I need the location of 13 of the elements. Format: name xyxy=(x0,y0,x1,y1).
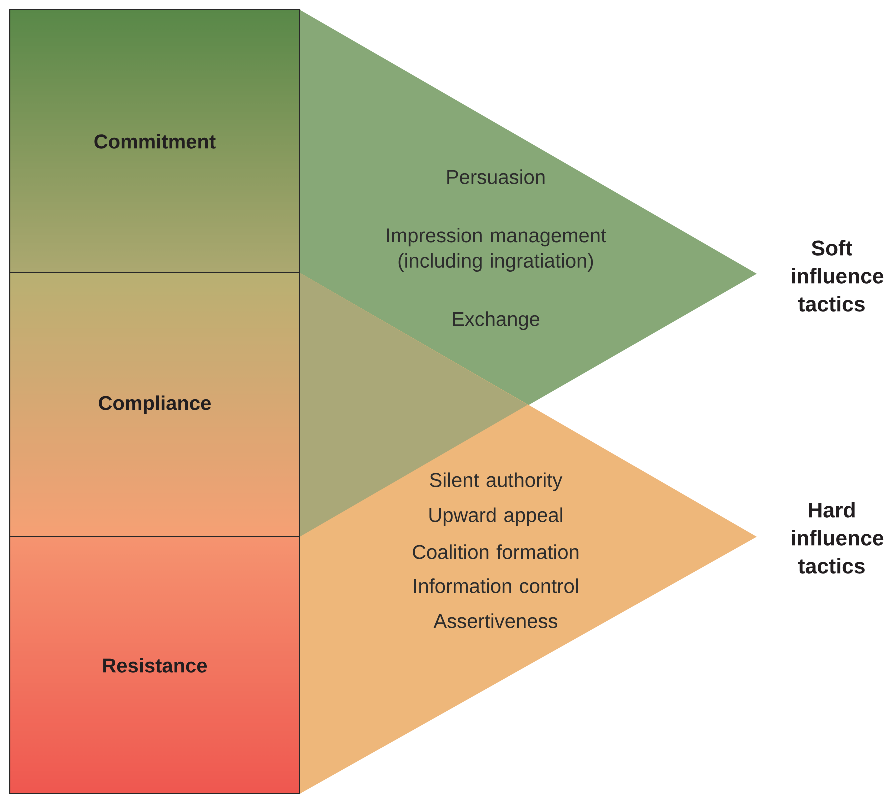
tactic-label: Assertiveness xyxy=(434,614,558,628)
level-band: Compliance xyxy=(9,272,301,538)
group-label: Soft influence tactics xyxy=(792,240,884,312)
level-band: Resistance xyxy=(9,536,301,794)
tactic-label: Coalition formation xyxy=(413,544,579,560)
tactic-label: Impression management (including ingratiation) xyxy=(387,228,606,272)
tactic-label: Silent authority xyxy=(430,472,563,492)
tactic-label: Persuasion xyxy=(448,170,545,184)
tactic-label: Exchange xyxy=(453,312,540,330)
group-label: Hard influence tactics xyxy=(792,502,884,574)
tactic-label: Upward appeal xyxy=(430,508,562,526)
level-band: Commitment xyxy=(9,9,301,274)
tactic-label: Information control xyxy=(414,578,578,594)
